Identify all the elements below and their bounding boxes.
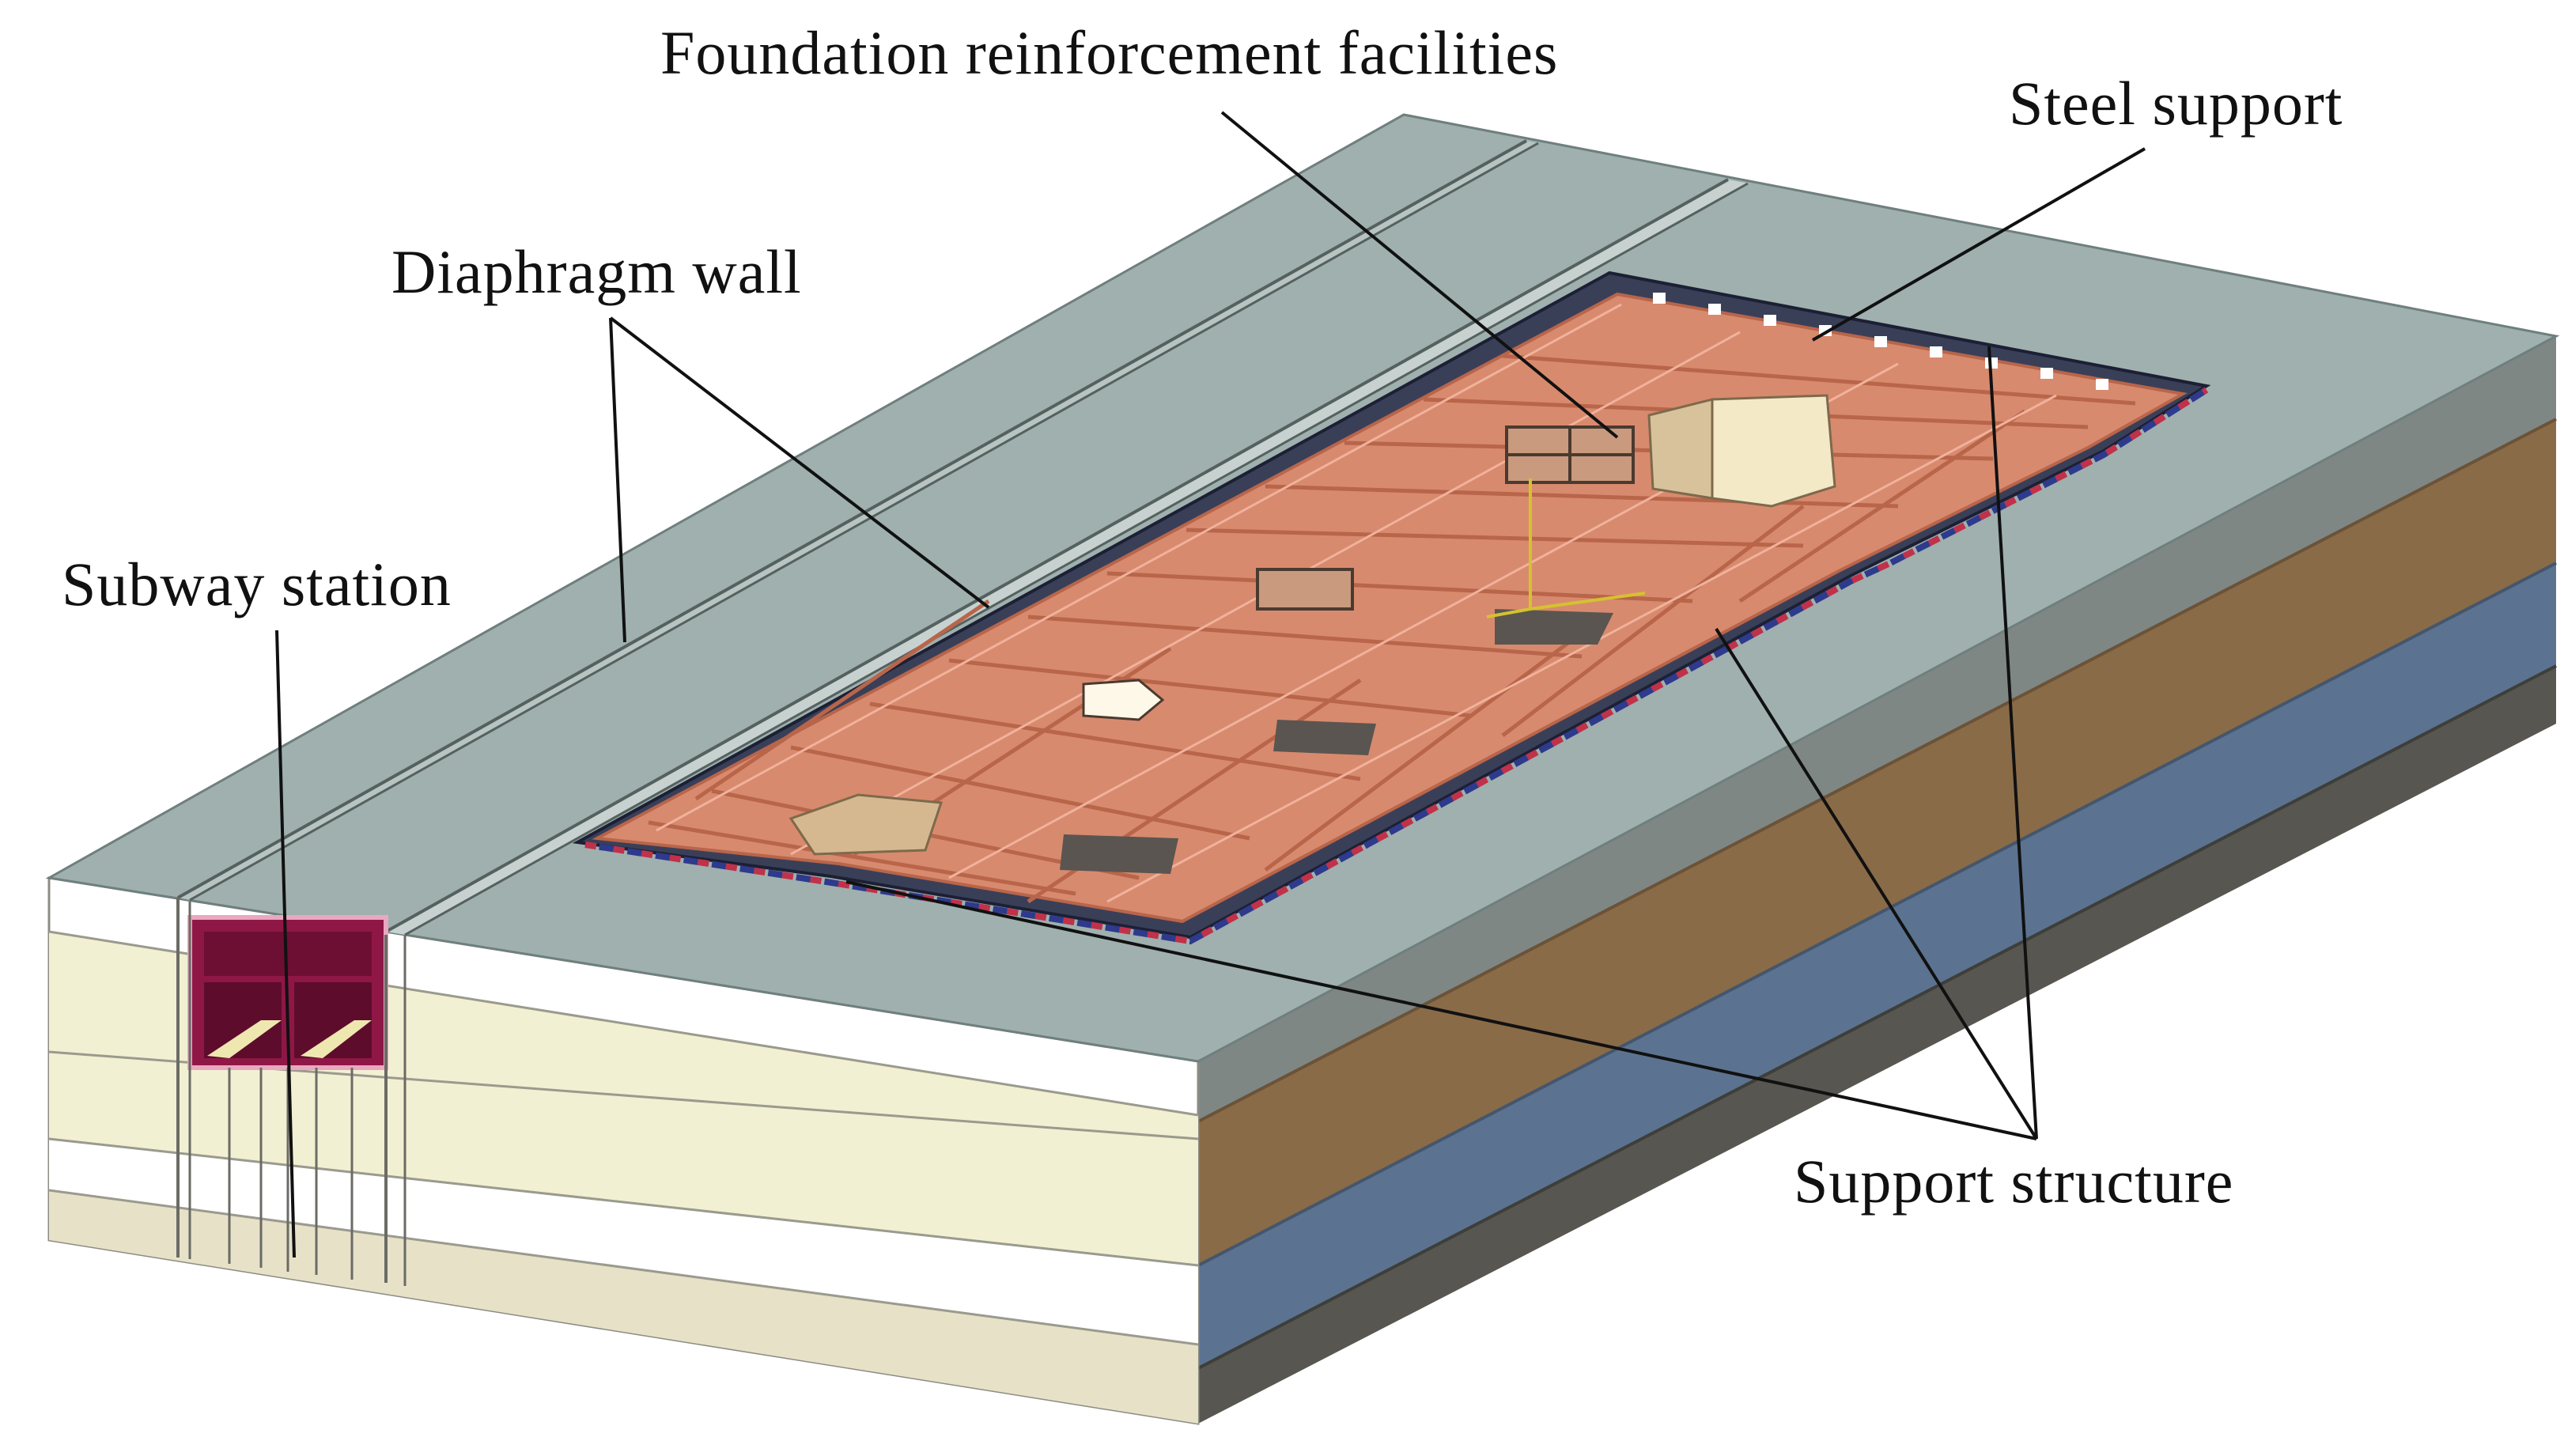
leader-support-1 [845, 880, 2037, 1140]
label-diaphragm-wall: Diaphragm wall [391, 237, 802, 306]
leader-lines [275, 111, 2146, 1258]
axis-gizmo [1486, 478, 1646, 618]
diaphragm-wall-edge-2 [189, 142, 1539, 902]
front-face [47, 876, 1200, 1425]
station-right-track [301, 1020, 372, 1058]
opening-dark-2 [1273, 720, 1376, 755]
opening-dark-1 [1495, 609, 1613, 645]
front-layer-cream-2 [49, 1052, 1198, 1265]
soil-layers-side [1197, 336, 2557, 1424]
front-layer-bottom [49, 1190, 1198, 1424]
soil-side-groove-3 [1197, 664, 2557, 1370]
label-steel-support: Steel support [2009, 69, 2343, 138]
foundation-block-left [788, 793, 944, 856]
front-layer-line-4 [48, 1189, 1199, 1346]
foundation-block-right [1711, 394, 1836, 508]
soil-side-groove-1 [1197, 418, 2557, 1123]
station-left-track [207, 1020, 282, 1058]
label-foundation-reinforcement: Foundation reinforcement facilities [660, 18, 1559, 87]
diaphragm-wall-edge-3 [385, 178, 1729, 933]
leader-diaphragm-right [609, 316, 990, 609]
leader-subway [275, 630, 296, 1258]
front-layer-line-3 [48, 1137, 1199, 1267]
leader-diaphragm-left [609, 317, 626, 643]
foundation-block-right-side [1647, 398, 1714, 500]
diaphragm-wall-edge-4 [404, 182, 1749, 936]
diaphragm-wall-strip-right [386, 180, 1748, 935]
leader-support-3 [1987, 346, 2038, 1140]
diaphragm-wall-edge-1 [177, 139, 1527, 899]
excavation-pit [572, 270, 2211, 945]
soil-layer-dark [1198, 666, 2556, 1424]
label-support-structure: Support structure [1794, 1147, 2234, 1216]
support-edge-blue [584, 387, 2209, 945]
soil-layer-brown [1198, 419, 2556, 1265]
leader-foundation [1220, 111, 1619, 439]
soil-side-top-band [1198, 336, 2556, 1121]
soil-side-groove-2 [1197, 562, 2557, 1267]
opening-dark-3 [1060, 834, 1178, 874]
station-upper-chamber [204, 932, 372, 976]
label-subway-station: Subway station [62, 550, 452, 618]
leader-support-2 [1715, 627, 2038, 1140]
front-layer-white [49, 1139, 1198, 1344]
foundation-grid-2 [1256, 568, 1354, 611]
leader-steel-support [1812, 147, 2146, 342]
diaphragm-wall-strip-left [178, 141, 1538, 900]
opening-center [1082, 679, 1165, 721]
soil-layer-blue [1198, 563, 2556, 1368]
steel-support-posts [1653, 293, 2108, 390]
